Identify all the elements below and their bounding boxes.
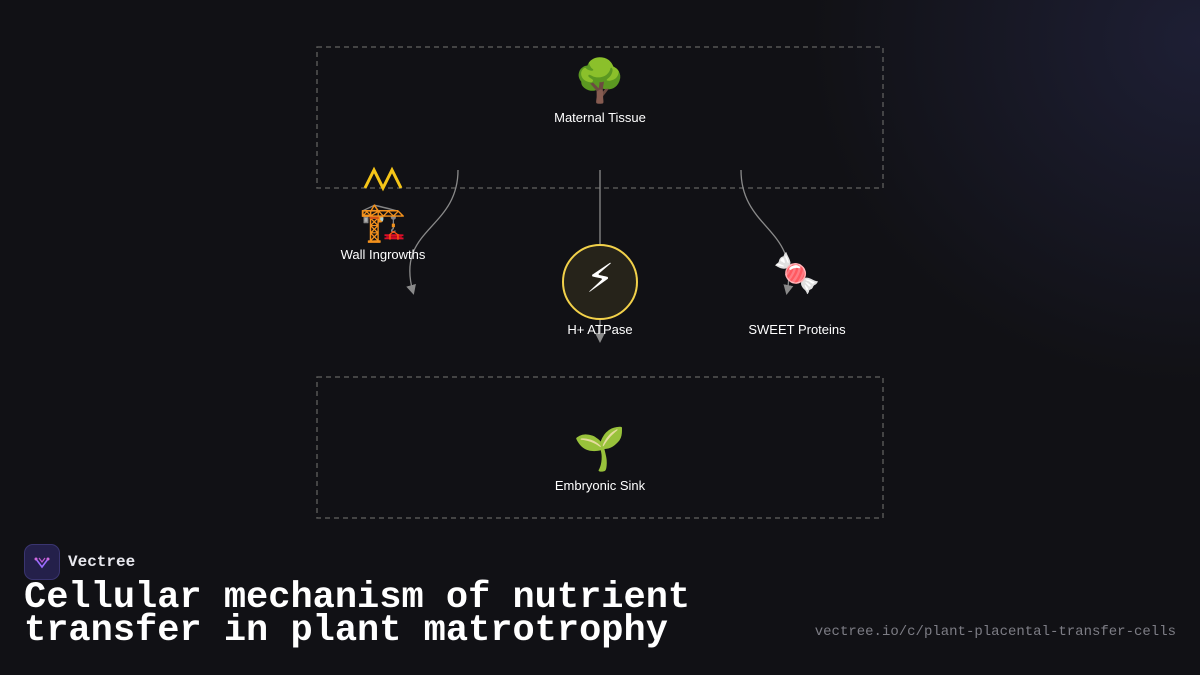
- zigzag-icon: [363, 166, 403, 192]
- vectree-logo-icon: [24, 544, 60, 580]
- deciduous-tree-icon: 🌳: [573, 56, 627, 105]
- brand-name: Vectree: [68, 553, 136, 571]
- edge-maternal-to-sweet: [740, 169, 794, 295]
- page-title: Cellular mechanism of nutrient transfer …: [24, 577, 691, 652]
- edge-maternal-to-wall: [406, 169, 459, 295]
- maternal-tissue-label: Maternal Tissue: [554, 110, 646, 125]
- h-atpase-label: H+ ATPase: [567, 322, 633, 337]
- source-url[interactable]: vectree.io/c/plant-placental-transfer-ce…: [814, 624, 1176, 640]
- sweet-proteins-label: SWEET Proteins: [748, 322, 846, 337]
- embryonic-sink-label: Embryonic Sink: [554, 478, 646, 493]
- candy-icon: 🍬: [773, 251, 821, 295]
- brand: Vectree: [24, 544, 135, 580]
- construction-crane-icon: 🏗️: [359, 200, 407, 244]
- atpase-node-circle[interactable]: [562, 244, 638, 320]
- wall-ingrowths-label: Wall Ingrowths: [340, 247, 426, 262]
- seedling-icon: 🌱: [573, 424, 627, 473]
- sink-group-box: [316, 376, 884, 519]
- lightning-bolt-icon: ⚡: [585, 256, 615, 302]
